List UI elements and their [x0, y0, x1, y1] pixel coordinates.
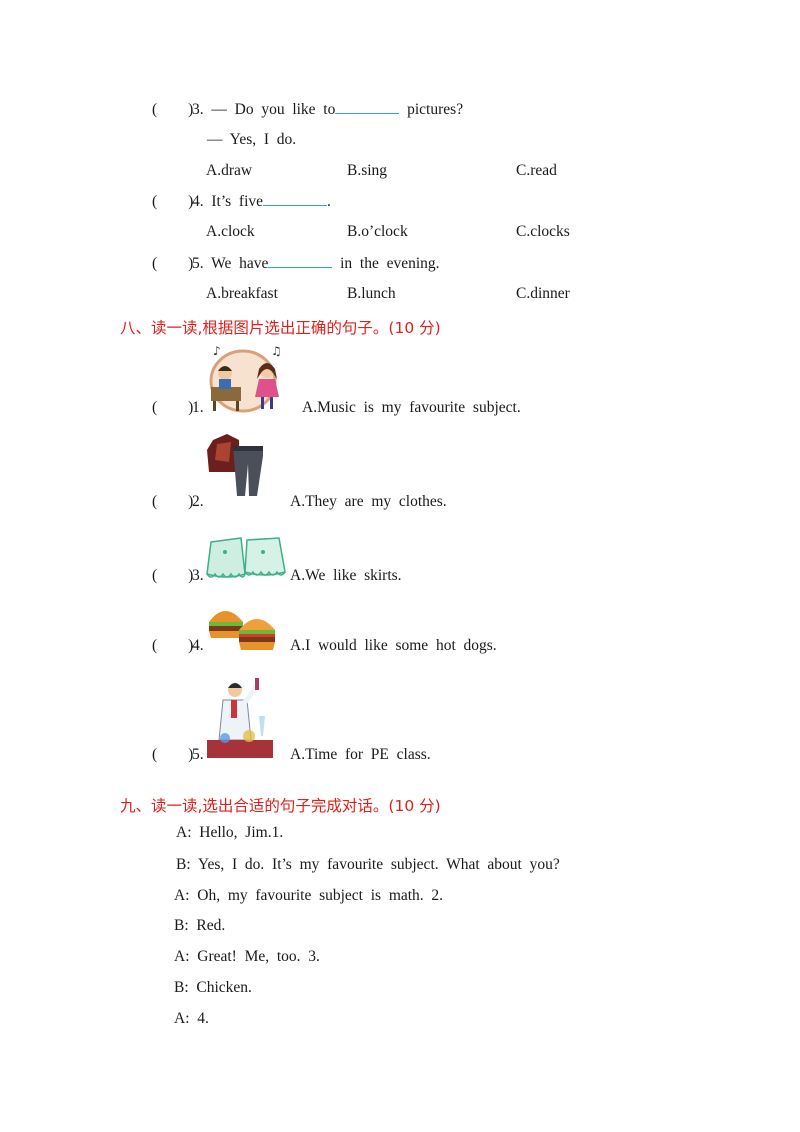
section-8-title: 八、读一读,根据图片选出正确的句子。(10 分) — [120, 319, 441, 337]
dialogue-line: B: Yes, I do. It’s my favourite subject.… — [176, 856, 560, 873]
question-4-text: 4. It’s five — [192, 193, 264, 210]
answer-bracket[interactable]: ( ) — [152, 493, 194, 510]
dialogue-line: B: Chicken. — [174, 979, 252, 996]
question-3-text: 3. — Do you like to — [192, 101, 336, 118]
dialogue-line: A: Oh, my favourite subject is math. 2. — [174, 887, 444, 904]
fill-blank[interactable] — [268, 255, 333, 268]
section-9-title: 九、读一读,选出合适的句子完成对话。(10 分) — [120, 797, 441, 815]
answer-bracket[interactable]: ( ) — [152, 637, 194, 654]
dialogue-line: A: 4. — [174, 1010, 209, 1027]
hamburgers-picture — [209, 611, 275, 650]
item-number: 3. — [192, 567, 204, 584]
option-c: C.clocks — [516, 223, 570, 240]
question-5-text: 5. We have — [192, 255, 269, 272]
option-a: A.draw — [206, 162, 253, 179]
question-4-tail: . — [327, 193, 331, 210]
item-number: 5. — [192, 746, 204, 763]
question-5-tail: in the evening. — [332, 255, 440, 272]
fill-blank[interactable] — [335, 101, 400, 114]
music-class-picture: ♪ ♫ — [209, 344, 282, 413]
dialogue-line: A: Great! Me, too. 3. — [174, 948, 320, 965]
option-a: A.breakfast — [206, 285, 278, 302]
answer-bracket[interactable]: ( ) — [152, 746, 194, 763]
picture-sentence: A.We like skirts. — [290, 567, 402, 584]
question-4: 4. It’s five. — [192, 193, 331, 211]
answer-bracket[interactable]: ( ) — [152, 399, 194, 416]
picture-sentence: A.Music is my favourite subject. — [302, 399, 521, 416]
answer-bracket[interactable]: ( ) — [152, 101, 194, 118]
option-c: C.dinner — [516, 285, 570, 302]
dialogue-line: A: Hello, Jim.1. — [176, 824, 284, 841]
item-number: 4. — [192, 637, 204, 654]
item-number: 1. — [192, 399, 204, 416]
svg-text:♫: ♫ — [271, 344, 282, 358]
dialogue-line: B: Red. — [174, 917, 226, 934]
option-c: C.read — [516, 162, 557, 179]
science-teacher-picture — [207, 678, 273, 758]
question-3-tail: pictures? — [399, 101, 464, 118]
answer-bracket[interactable]: ( ) — [152, 193, 194, 210]
svg-text:♪: ♪ — [213, 344, 221, 358]
fill-blank[interactable] — [263, 193, 328, 206]
clothes-picture — [207, 434, 263, 496]
answer-bracket[interactable]: ( ) — [152, 255, 194, 272]
picture-sentence: A.They are my clothes. — [290, 493, 447, 510]
skirts-picture — [206, 537, 286, 578]
question-3-reply: — Yes, I do. — [207, 131, 297, 148]
item-number: 2. — [192, 493, 204, 510]
option-b: B.sing — [347, 162, 388, 179]
picture-sentence: A.Time for PE class. — [290, 746, 431, 763]
option-a: A.clock — [206, 223, 255, 240]
question-5: 5. We have in the evening. — [192, 255, 440, 273]
option-b: B.lunch — [347, 285, 396, 302]
question-3: 3. — Do you like to pictures? — [192, 101, 463, 119]
picture-sentence: A.I would like some hot dogs. — [290, 637, 497, 654]
answer-bracket[interactable]: ( ) — [152, 567, 194, 584]
option-b: B.o’clock — [347, 223, 408, 240]
